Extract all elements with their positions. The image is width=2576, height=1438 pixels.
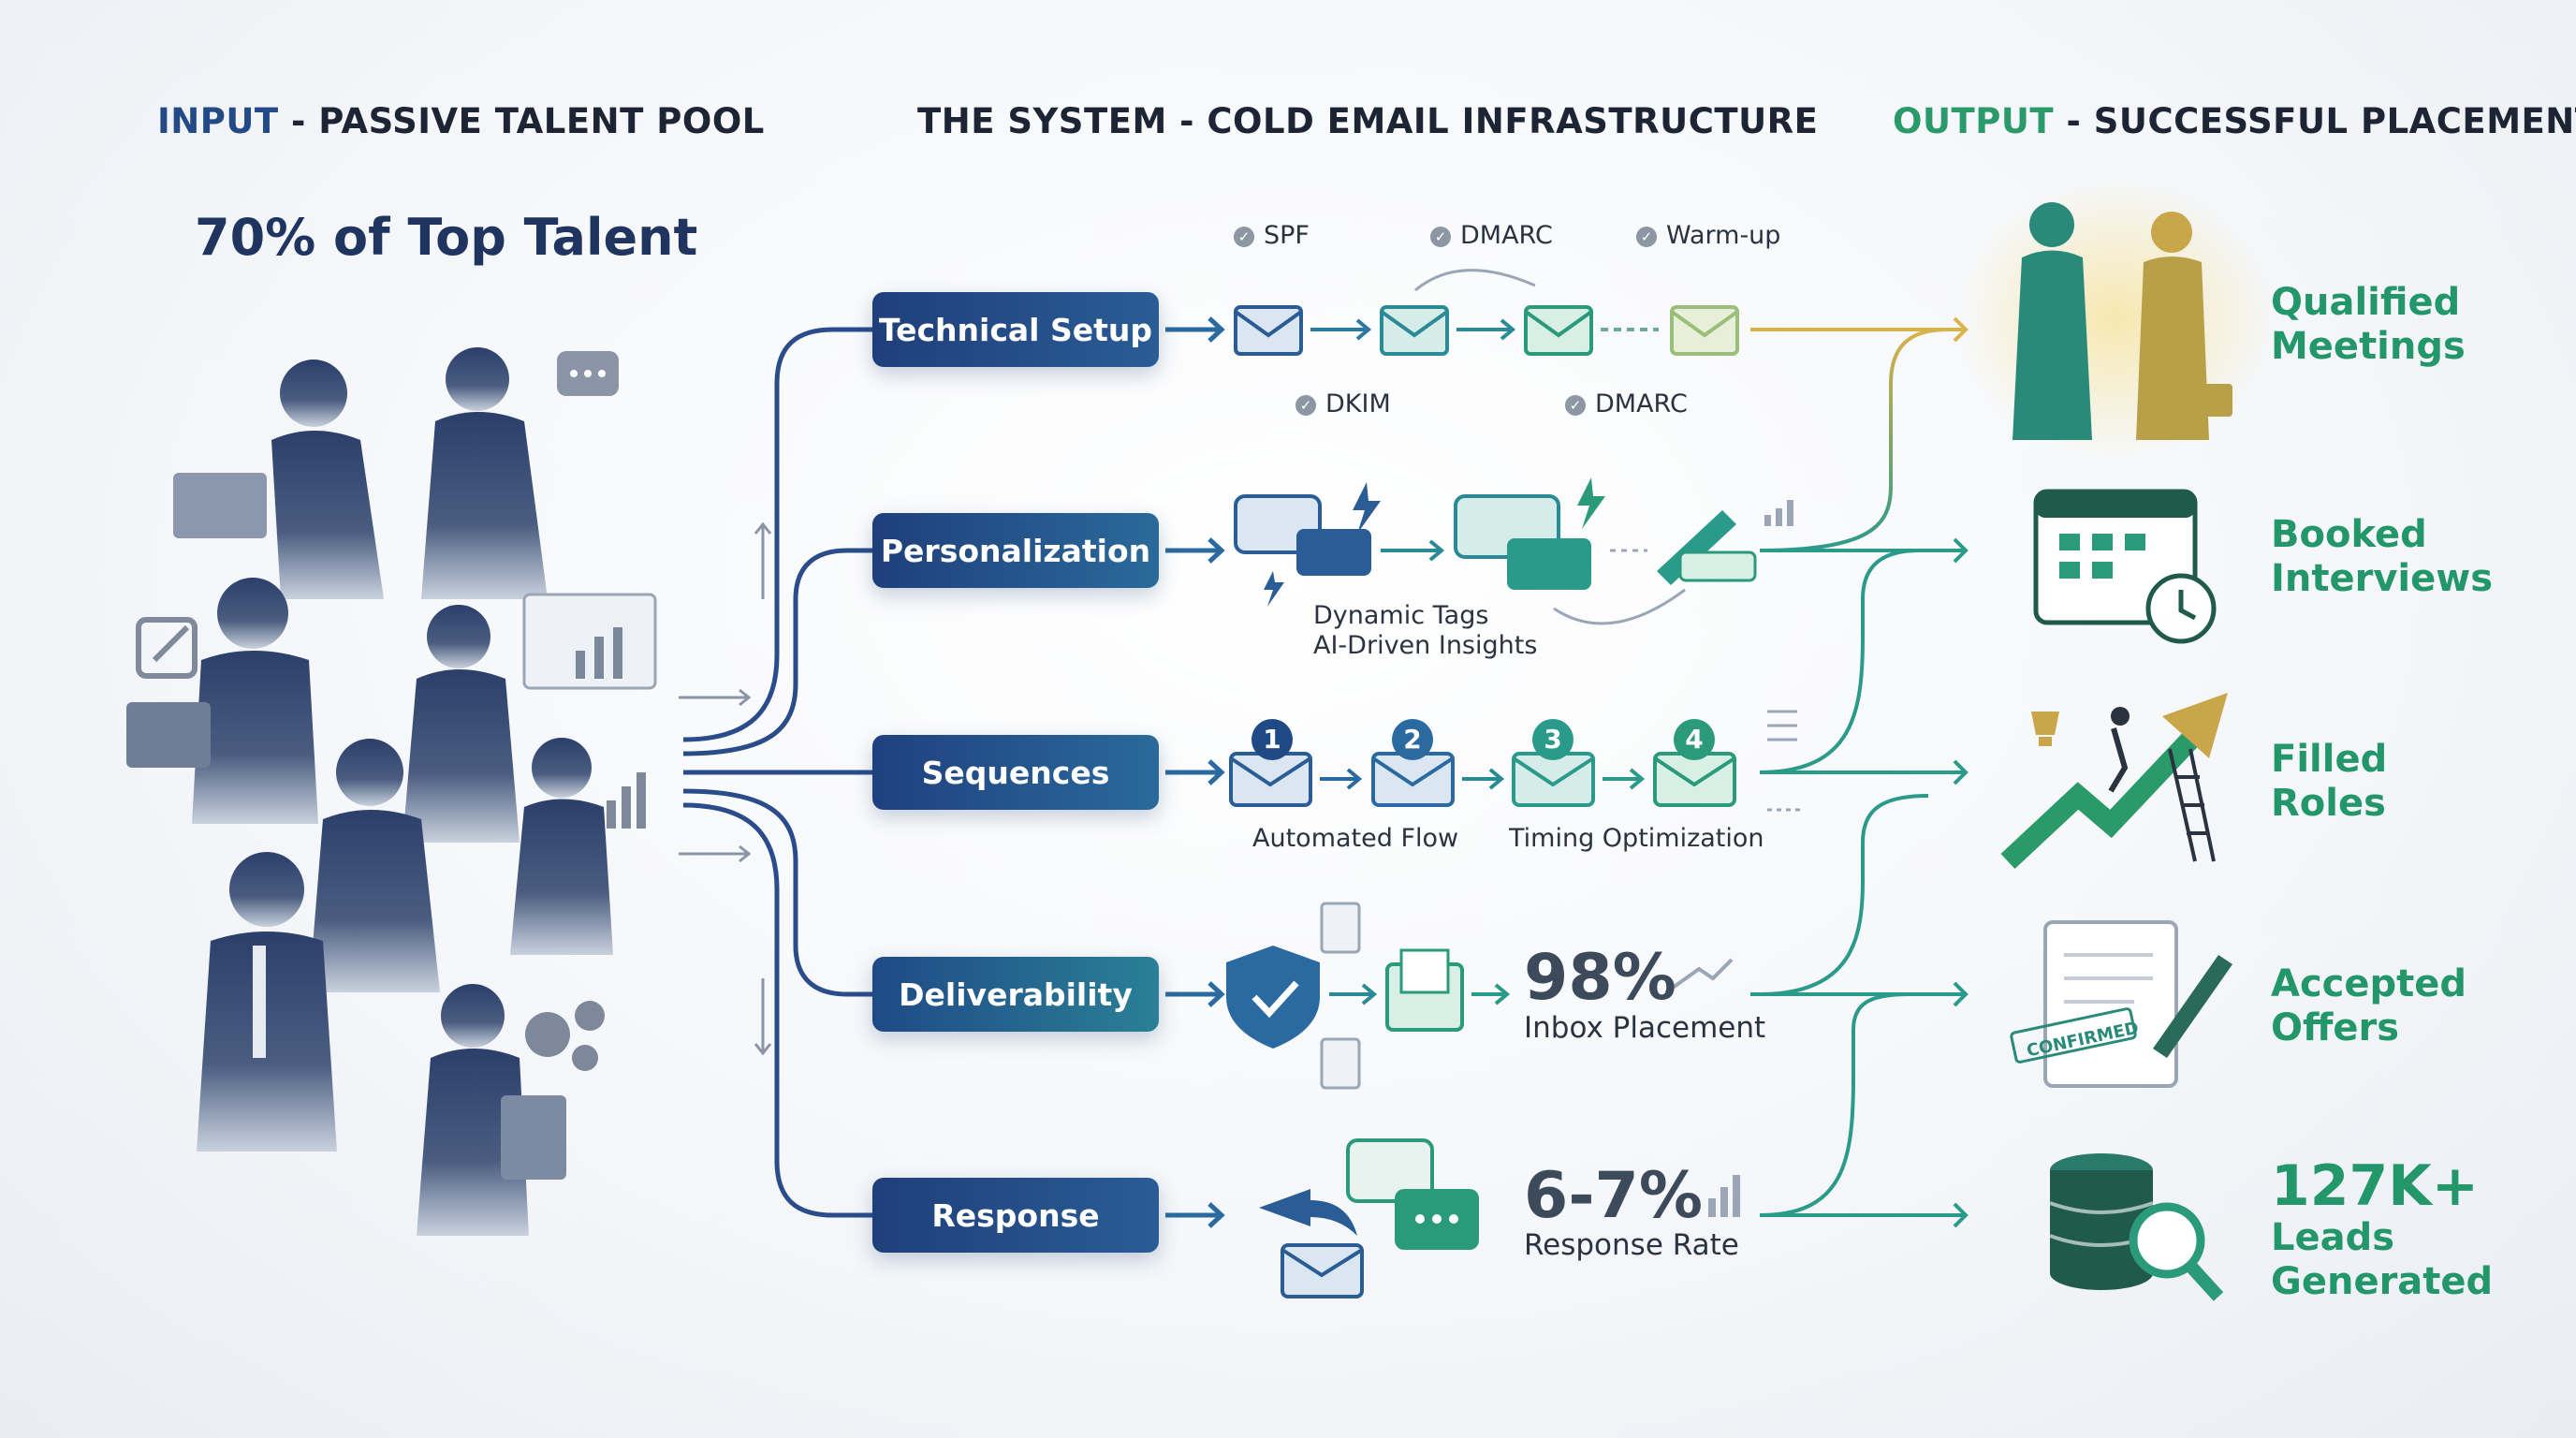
handshake-icon <box>2012 202 2232 440</box>
stage-personalization: Personalization <box>872 513 1159 588</box>
lightning-icon <box>1264 482 1381 607</box>
envelope-icon <box>1281 1243 1364 1299</box>
check-icon: ✓ <box>1565 395 1586 416</box>
envelope-icon <box>1234 305 1303 356</box>
check-icon: ✓ <box>1430 227 1451 247</box>
trophy-icon <box>2031 712 2059 746</box>
check-dmarc-bottom: ✓DMARC <box>1565 389 1688 418</box>
inbox-placement-label: Inbox Placement <box>1524 1011 1766 1045</box>
output-connectors <box>1759 328 1969 1217</box>
ai-insights-label: AI-Driven Insights <box>1313 631 1538 660</box>
response-rate-label: Response Rate <box>1524 1228 1739 1262</box>
shield-check-icon <box>1226 946 1320 1049</box>
bar-chart-small-icon <box>607 772 646 829</box>
check-icon: ✓ <box>1234 227 1254 247</box>
input-arrows <box>679 521 772 1056</box>
step-badge-4: 4 <box>1674 719 1715 760</box>
person-laptop <box>173 360 384 599</box>
person-presenting <box>402 605 520 843</box>
response-rate-value: 6-7% <box>1524 1159 1703 1233</box>
envelope-icon <box>1371 752 1455 807</box>
deliverability-icons <box>1226 902 1969 1090</box>
sequence-envelopes <box>1229 710 1802 812</box>
envelope-icon <box>1524 305 1593 356</box>
output-header-rest: - SUCCESSFUL PLACEMENTS <box>2054 101 2576 141</box>
pen-signing-icon <box>1657 510 1757 585</box>
signal-bars-icon <box>1764 500 1793 526</box>
lightning-icon <box>1577 477 1605 529</box>
list-icon <box>1767 710 1797 741</box>
dashboard-chart-icon <box>522 593 657 690</box>
offer-document-icon: CONFIRMED <box>2010 920 2232 1088</box>
database-search-icon <box>2049 1153 2224 1301</box>
person-suit <box>197 852 337 1152</box>
person-headset <box>421 347 548 599</box>
chat-icon <box>1346 1138 1479 1250</box>
people-silhouettes <box>126 347 613 1236</box>
check-dmarc-top: ✓DMARC <box>1430 221 1553 250</box>
growth-arrow-icon <box>2000 693 2228 870</box>
system-header: THE SYSTEM - COLD EMAIL INFRASTRUCTURE <box>917 101 1819 141</box>
document-icon <box>1320 902 1361 1090</box>
stage-deliverability: Deliverability <box>872 957 1159 1032</box>
envelope-open-icon <box>1385 948 1464 1032</box>
leads-count: 127K+ <box>2271 1153 2480 1219</box>
inbox-placement-value: 98% <box>1524 941 1676 1015</box>
bar-chart-small-icon <box>1708 1175 1740 1217</box>
input-header: INPUT - PASSIVE TALENT POOL <box>157 101 765 141</box>
reply-icon <box>1259 1189 1357 1236</box>
response-icons <box>1259 1138 1969 1299</box>
input-stat: 70% of Top Talent <box>195 208 698 267</box>
branch-connectors <box>682 327 872 1218</box>
step-badge-1: 1 <box>1251 719 1293 760</box>
check-icon: ✓ <box>1636 227 1657 247</box>
input-header-key: INPUT <box>157 101 279 141</box>
stage-out-arrows <box>1165 316 1225 1228</box>
step-badge-3: 3 <box>1532 719 1573 760</box>
personalization-icons <box>1234 477 1793 625</box>
check-warmup: ✓Warm-up <box>1636 221 1780 250</box>
person-phone-right <box>510 738 613 955</box>
stage-technical-setup: Technical Setup <box>872 292 1159 367</box>
envelope-icon <box>1380 305 1449 356</box>
stage-response: Response <box>872 1178 1159 1253</box>
envelope-icon <box>1512 752 1595 807</box>
input-header-rest: - PASSIVE TALENT POOL <box>278 101 765 141</box>
gears-icon <box>525 1001 605 1071</box>
check-dkim: ✓DKIM <box>1295 389 1391 418</box>
output-header: OUTPUT - SUCCESSFUL PLACEMENTS <box>1893 101 2576 141</box>
chat-icon <box>1454 494 1591 590</box>
edit-icon <box>136 617 198 679</box>
calendar-icon <box>2033 489 2217 644</box>
person-woman-center <box>309 739 440 992</box>
person-clipboard <box>417 984 566 1236</box>
timing-optimization-label: Timing Optimization <box>1509 824 1764 853</box>
automated-flow-label: Automated Flow <box>1252 824 1459 853</box>
output-header-key: OUTPUT <box>1893 101 2055 141</box>
envelope-icon <box>1670 305 1739 356</box>
check-icon: ✓ <box>1295 395 1316 416</box>
envelope-icon <box>1229 752 1312 807</box>
dynamic-tags-label: Dynamic Tags <box>1313 601 1489 630</box>
tech-envelopes <box>1234 269 1969 356</box>
chat-icon <box>1234 494 1371 576</box>
stage-sequences: Sequences <box>872 735 1159 810</box>
person-glasses <box>126 578 318 824</box>
envelope-icon <box>1653 752 1736 807</box>
check-spf: ✓SPF <box>1234 221 1310 250</box>
chat-bubble-icon <box>557 351 619 396</box>
step-badge-2: 2 <box>1392 719 1433 760</box>
